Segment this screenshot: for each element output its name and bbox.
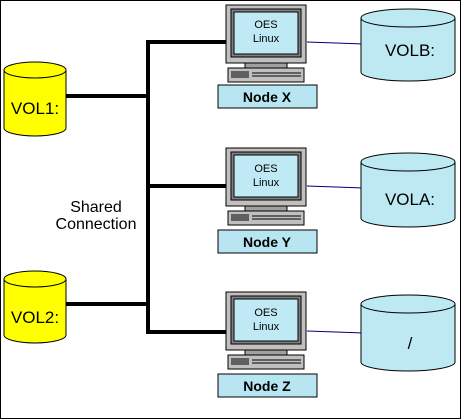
volb-label: VOLB: — [385, 41, 435, 60]
node-y: OES Linux Node Y — [217, 147, 365, 254]
local-volume-volb: VOLB: — [360, 8, 456, 82]
shared-volume-vol2: VOL2: — [3, 270, 67, 344]
computer-icon — [225, 291, 307, 370]
node-y-os-line2: Linux — [253, 177, 280, 189]
node-z-local-link — [306, 330, 365, 334]
node-x-local-link — [306, 41, 365, 45]
computer-icon — [225, 147, 307, 226]
local-volume-root: / — [360, 294, 456, 372]
node-z-os-line2: Linux — [253, 321, 280, 333]
shared-connection-label-line2: Connection — [56, 216, 137, 233]
shared-connection-bus — [64, 40, 228, 334]
node-y-label: Node Y — [243, 234, 292, 250]
shared-connection-label-line1: Shared — [70, 199, 122, 216]
node-x-os-line1: OES — [254, 19, 277, 31]
node-y-label-box — [217, 229, 318, 254]
local-volume-vola: VOLA: — [360, 152, 456, 228]
node-z-label: Node Z — [243, 378, 291, 394]
node-y-os-line1: OES — [254, 163, 277, 175]
root-volume-label: / — [408, 334, 413, 353]
shared-volume-vol1: VOL1: — [3, 61, 67, 137]
node-x-label: Node X — [243, 89, 292, 105]
node-y-local-link — [306, 185, 365, 189]
node-x: OES Linux Node X — [217, 4, 365, 109]
node-x-os-line2: Linux — [253, 33, 280, 45]
node-z-label-box — [217, 373, 318, 398]
vol1-label: VOL1: — [11, 99, 59, 118]
computer-icon — [225, 4, 307, 83]
vola-label: VOLA: — [385, 190, 435, 209]
vol2-label: VOL2: — [11, 308, 59, 327]
node-z-os-line1: OES — [254, 307, 277, 319]
node-x-label-box — [217, 84, 318, 109]
node-z: OES Linux Node Z — [217, 291, 365, 398]
